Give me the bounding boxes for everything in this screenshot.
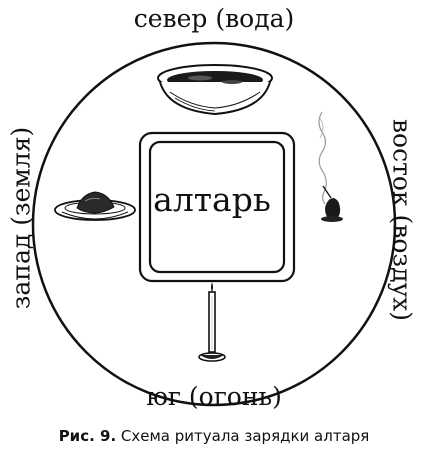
caption-prefix: Рис. 9.	[58, 427, 117, 445]
altar-label: алтарь	[153, 180, 271, 219]
direction-west-label: запад (земля)	[6, 126, 36, 310]
ritual-circle	[31, 41, 397, 407]
candle-icon	[198, 282, 226, 362]
water-bowl-icon	[157, 64, 273, 116]
direction-east-label: восток (воздух)	[387, 118, 417, 322]
altar-square	[138, 131, 296, 283]
direction-south-label: юг (огонь)	[146, 382, 282, 411]
figure-caption: Рис. 9. Схема ритуала зарядки алтаря	[0, 429, 428, 444]
earth-plate-icon	[54, 191, 136, 221]
direction-north-label: север (вода)	[133, 4, 295, 33]
incense-icon	[318, 111, 343, 222]
caption-text: Схема ритуала зарядки алтаря	[116, 427, 370, 445]
